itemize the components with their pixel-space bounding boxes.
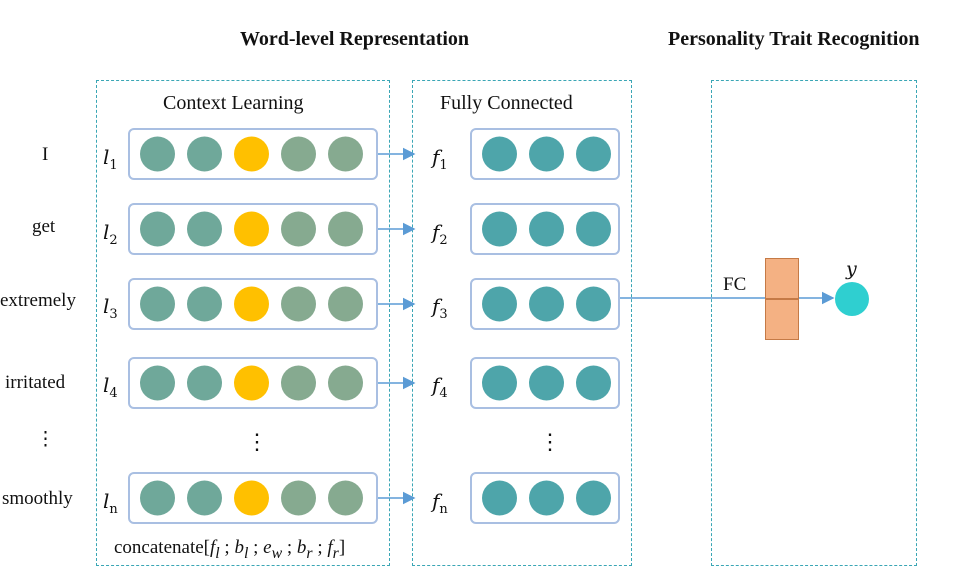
context-node xyxy=(187,480,222,516)
context-node xyxy=(281,286,316,322)
fc-node xyxy=(482,286,517,322)
symbol-f2: f2 xyxy=(432,220,448,248)
context-node xyxy=(234,365,269,401)
fc-node xyxy=(576,286,611,322)
context-learning-panel xyxy=(96,80,390,566)
fully-connected-panel xyxy=(412,80,632,566)
context-node xyxy=(328,365,363,401)
fc-node xyxy=(482,211,517,247)
symbol-l2: l2 xyxy=(103,220,118,248)
output-label: y xyxy=(846,258,857,280)
context-node xyxy=(281,480,316,516)
fc-row-2 xyxy=(470,203,620,255)
symbol-f3: f3 xyxy=(432,294,448,322)
context-node xyxy=(187,286,222,322)
fc-row-3 xyxy=(470,278,620,330)
context-node xyxy=(281,136,316,172)
context-node xyxy=(140,480,175,516)
context-node xyxy=(187,211,222,247)
context-node xyxy=(328,136,363,172)
context-node xyxy=(140,211,175,247)
heading-personality-trait: Personality Trait Recognition xyxy=(668,28,920,50)
symbol-l1: l1 xyxy=(103,145,118,173)
symbol-fn: fn xyxy=(432,489,448,517)
context-node xyxy=(140,136,175,172)
symbol-f4: f4 xyxy=(432,373,448,401)
fc-node xyxy=(576,136,611,172)
context-row-4 xyxy=(128,357,378,409)
word-i: I xyxy=(42,144,49,165)
context-node xyxy=(234,211,269,247)
context-node xyxy=(328,480,363,516)
context-node xyxy=(234,286,269,322)
symbol-l3: l3 xyxy=(103,294,118,322)
symbol-ln: ln xyxy=(103,489,118,517)
fc-row-4 xyxy=(470,357,620,409)
fc-node xyxy=(529,211,564,247)
context-row-n xyxy=(128,472,378,524)
fc-node xyxy=(576,365,611,401)
word-irritated: irritated xyxy=(5,372,66,393)
fc-node xyxy=(576,480,611,516)
fc-node xyxy=(529,480,564,516)
context-node xyxy=(281,211,316,247)
output-node xyxy=(835,282,869,316)
fc-row-1 xyxy=(470,128,620,180)
context-node xyxy=(187,136,222,172)
fc-node xyxy=(576,211,611,247)
context-node xyxy=(187,365,222,401)
context-row-3 xyxy=(128,278,378,330)
context-node xyxy=(140,286,175,322)
fc-node xyxy=(529,136,564,172)
context-node xyxy=(328,211,363,247)
word-get: get xyxy=(32,216,56,237)
context-node xyxy=(140,365,175,401)
fc-node xyxy=(529,365,564,401)
word-ellipsis: ⋮ xyxy=(36,429,55,450)
context-node xyxy=(281,365,316,401)
fc-block-divider xyxy=(765,298,799,300)
fully-connected-title: Fully Connected xyxy=(440,92,573,114)
fc-node xyxy=(482,365,517,401)
fc-node xyxy=(482,136,517,172)
context-node xyxy=(234,480,269,516)
fc-row-n xyxy=(470,472,620,524)
word-extremely: extremely xyxy=(0,290,76,311)
context-learning-title: Context Learning xyxy=(163,92,304,114)
symbol-l4: l4 xyxy=(103,373,118,401)
fc-node xyxy=(529,286,564,322)
personality-panel xyxy=(711,80,917,566)
context-node xyxy=(328,286,363,322)
concatenate-label: concatenate[fl ; bl ; ew ; br ; fr] xyxy=(114,537,346,562)
context-row-2 xyxy=(128,203,378,255)
symbol-f1: f1 xyxy=(432,145,448,173)
word-smoothly: smoothly xyxy=(2,488,73,509)
fc-node xyxy=(482,480,517,516)
fc-label: FC xyxy=(723,274,747,295)
context-node xyxy=(234,136,269,172)
context-row-1 xyxy=(128,128,378,180)
heading-word-level: Word-level Representation xyxy=(240,28,470,50)
